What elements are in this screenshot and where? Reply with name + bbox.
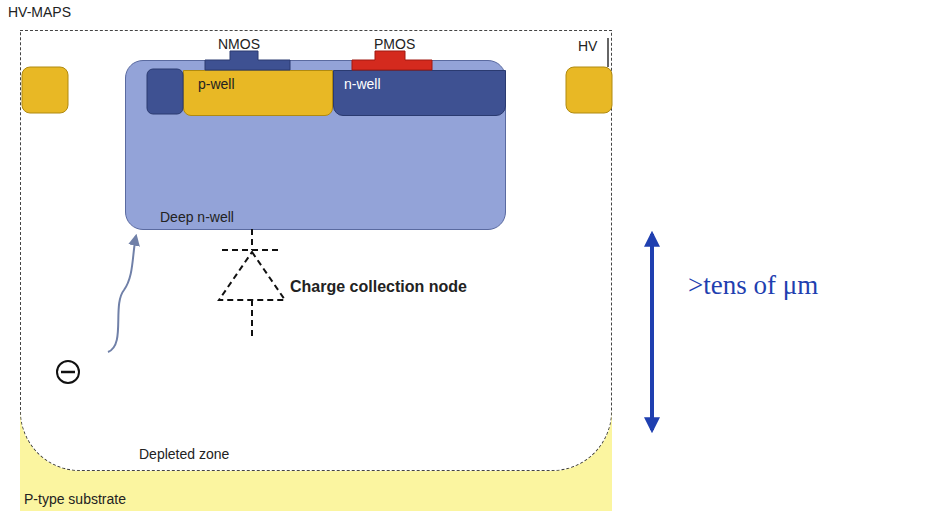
region-label: n-well: [344, 76, 381, 92]
transistor-label: NMOS: [218, 36, 260, 52]
dimension-arrow: [650, 234, 654, 430]
drift-arrow: [108, 236, 136, 352]
electron-sign: [61, 371, 75, 374]
region-label: P-type substrate: [24, 491, 126, 507]
dimension-label: >tens of μm: [688, 270, 818, 301]
transistor-label: PMOS: [374, 36, 415, 52]
substrate-region: P-type substrate Depleted zone Deep n-well…: [20, 30, 612, 511]
title: HV-MAPS: [8, 4, 71, 20]
hv-wire: [607, 38, 609, 67]
node-label: Charge collection node: [290, 278, 467, 296]
region-label: p-well: [198, 76, 235, 92]
p-well: p-well: [183, 70, 333, 116]
hv-contact: [22, 67, 68, 113]
region-label: Depleted zone: [139, 446, 229, 462]
nmos-gate: [205, 51, 290, 70]
region-label: Deep n-well: [160, 209, 234, 225]
hv-contact: [566, 67, 612, 113]
diode-symbol: [219, 229, 285, 336]
electron: [57, 361, 79, 383]
n-contact: [147, 69, 183, 114]
terminal-label: HV: [578, 38, 597, 54]
n-well: n-well: [333, 70, 506, 116]
depleted-zone: Depleted zone Deep n-well p-well n-well: [20, 30, 612, 471]
pmos-gate: [352, 51, 432, 70]
